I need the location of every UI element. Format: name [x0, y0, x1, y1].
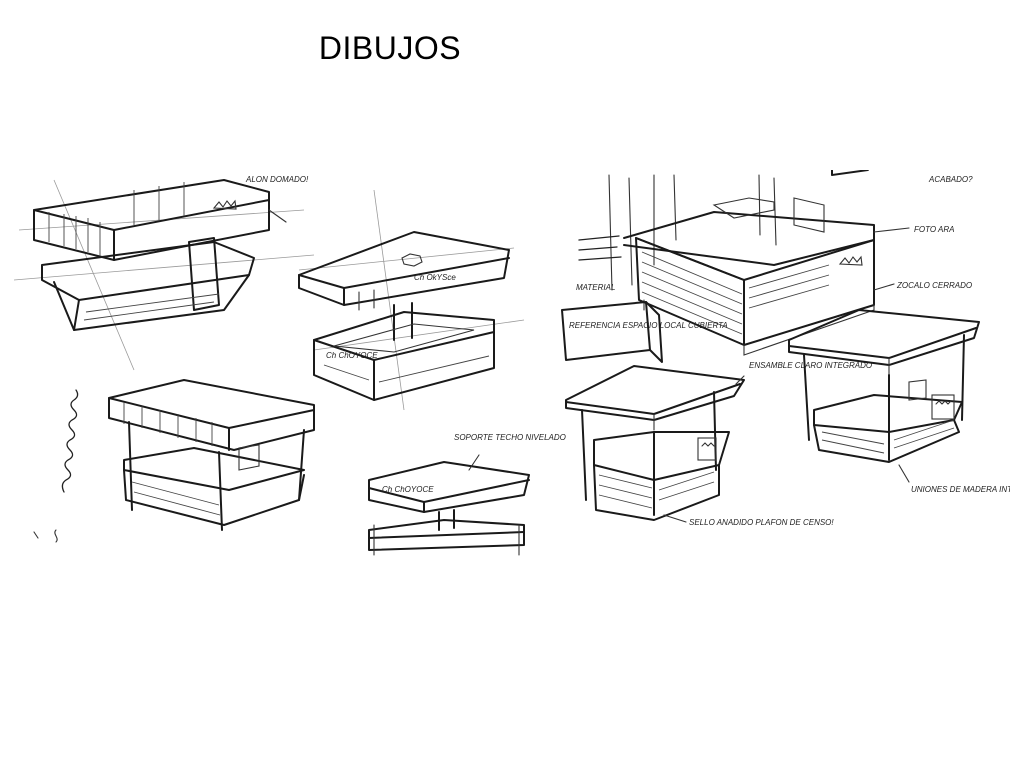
slide-title: DIBUJOS: [318, 30, 462, 66]
brand-mark-small: Ch ChOYOCE: [382, 485, 434, 494]
note-reference: REFERENCIA ESPACIO LOCAL CUBIERTA: [569, 321, 728, 330]
sketch-kiosk-framed: ACABADO? FOTO ARA ZOCALO CERRADO MATERIA…: [576, 170, 973, 356]
sketch-kiosk-canopy-1: ALON DOMADO!: [14, 175, 315, 371]
note-material: MATERIAL: [576, 283, 615, 292]
sketch-counter-small: Ch ChOYOCE SOPORTE TECHO NIVELADO: [368, 433, 566, 556]
brand-mark-top: Ch OkYSce: [414, 273, 456, 282]
note-plinth: ZOCALO CERRADO: [896, 281, 972, 290]
note-finish: ALON DOMADO!: [245, 175, 309, 184]
note-photo: FOTO ARA: [914, 225, 954, 234]
wavy-mark: [61, 389, 79, 493]
note-finish-question: ACABADO?: [928, 175, 973, 184]
sketch-kiosk-open: [33, 379, 315, 543]
note-roof-support: SOPORTE TECHO NIVELADO: [454, 433, 566, 442]
sketch-floating-counter: Ch OkYSce Ch ChOYOCE ALON DOMADO!: [298, 189, 525, 411]
sketch-sheet: ALON DOMADO! Ch OkYSce Ch ChOYOCE: [14, 170, 1010, 562]
brand-mark-base: Ch ChOYOCE: [326, 351, 378, 360]
sketch-kiosk-right: UNIONES DE MADERA INTEGRADA: [788, 309, 1010, 494]
sketch-kiosk-roof: ENSAMBLE CLARO INTEGRADO SELLO ANADIDO P…: [565, 361, 872, 527]
note-seal: SELLO ANADIDO PLAFON DE CENSO!: [689, 518, 834, 527]
note-joints: UNIONES DE MADERA INTEGRADA: [911, 485, 1010, 494]
note-assembly: ENSAMBLE CLARO INTEGRADO: [749, 361, 872, 370]
kiosk-sketches-drawing: ALON DOMADO! Ch OkYSce Ch ChOYOCE: [14, 170, 1010, 556]
sketch-reference-box: REFERENCIA ESPACIO LOCAL CUBIERTA: [561, 301, 728, 363]
